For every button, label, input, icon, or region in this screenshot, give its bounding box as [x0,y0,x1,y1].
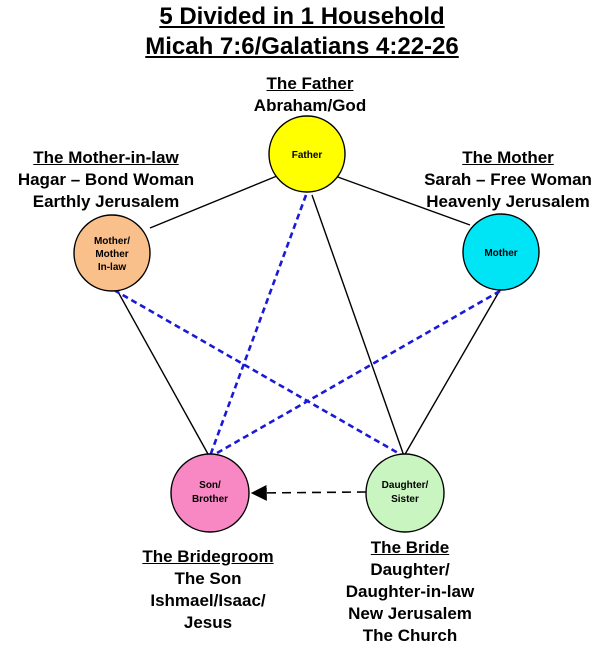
mother-label: The Mother Sarah – Free Woman Heavenly J… [412,147,604,213]
bridegroom-label: The Bridegroom The Son Ishmael/Isaac/ Je… [118,546,298,634]
arrow-daughter-to-son [250,484,367,501]
bride-line-3: New Jerusalem [348,604,472,623]
node-mother-in-law: Mother/ Mother In-law [73,214,151,292]
node-father: Father [268,115,346,193]
father-line-1: Abraham/God [253,96,367,115]
mother-in-law-line-2: Earthly Jerusalem [32,192,180,211]
bride-line-2: Daughter-in-law [345,582,475,601]
node-mother: Mother [462,213,540,291]
daughter-circle [365,453,445,533]
bridegroom-line-2: Ishmael/Isaac/ [150,591,266,610]
node-daughter: Daughter/ Sister [365,453,445,533]
daughter-node-label-1: Daughter/ [382,480,429,491]
son-node-label-2: Brother [192,494,228,505]
mother-in-law-node-label-2: Mother [95,249,128,260]
line-father-mother-in-law [149,175,278,229]
mother-in-law-label: The Mother-in-law Hagar – Bond Woman Ear… [0,147,212,213]
node-son: Son/ Brother [170,453,250,533]
mother-in-law-line-1: Hagar – Bond Woman [17,170,195,189]
bride-line-1: Daughter/ [370,560,450,579]
mother-in-law-heading: The Mother-in-law [33,148,179,167]
daughter-node-label-2: Sister [391,494,419,505]
dashed-connections [113,194,501,459]
son-node-label-1: Son/ [199,480,221,491]
diagram-subtitle: Micah 7:6/Galatians 4:22-26 [145,33,459,60]
mother-line-1: Sarah – Free Woman [424,170,592,189]
line-father-mother [334,175,471,226]
mother-in-law-node-label-3: In-law [98,262,127,273]
son-circle [170,453,250,533]
mother-in-law-node-label-1: Mother/ [94,236,130,247]
father-node-label: Father [292,150,323,161]
bride-line-4: The Church [362,626,458,645]
line-mother-in-law-son [116,289,209,455]
mother-in-law-circle [73,214,151,292]
bride-label: The Bride Daughter/ Daughter-in-law New … [325,537,495,647]
solid-connections [116,175,501,457]
father-heading: The Father [266,74,354,93]
mother-line-2: Heavenly Jerusalem [426,192,590,211]
line-mother-daughter [403,289,501,457]
dash-father-son [208,194,308,457]
dash-mother-in-law-daughter [113,288,406,459]
bride-heading: The Bride [370,538,450,557]
mother-node-label: Mother [484,248,517,259]
father-circle [268,115,346,193]
father-label: The Father Abraham/God [210,73,410,117]
bridegroom-heading: The Bridegroom [142,547,274,566]
dash-mother-son [209,289,501,459]
mother-circle [462,213,540,291]
mother-heading: The Mother [462,148,554,167]
diagram-title: 5 Divided in 1 Household [159,3,445,30]
bridegroom-line-3: Jesus [183,613,233,632]
line-father-daughter [311,194,405,457]
bridegroom-line-1: The Son [174,569,242,588]
